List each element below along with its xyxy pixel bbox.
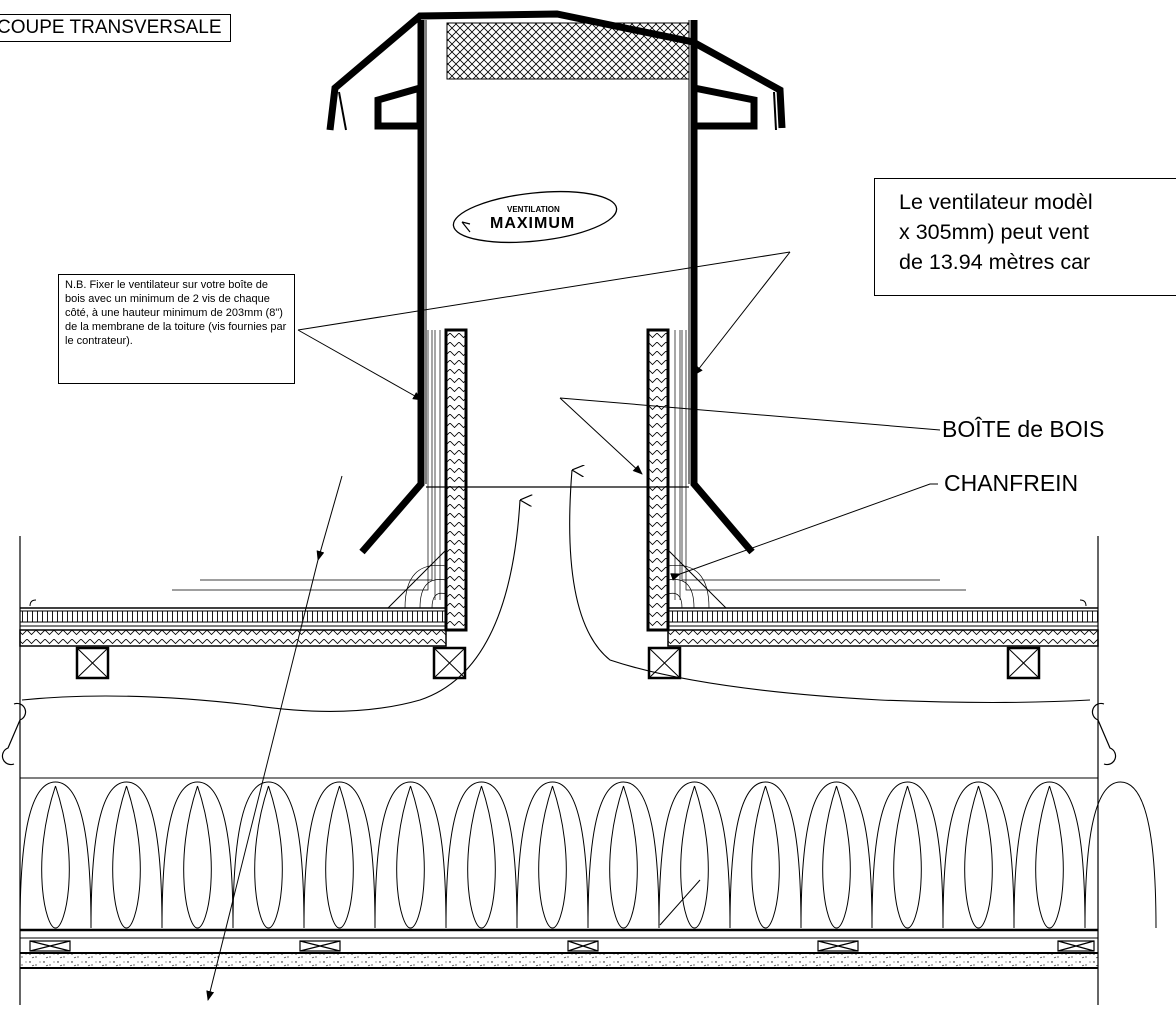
- callout-line-3: de 13.94 mètres car: [899, 250, 1091, 274]
- label-wood-box: BOÎTE de BOIS: [942, 416, 1105, 442]
- capacity-callout: Le ventilateur modèl x 305mm) peut vent …: [874, 178, 1176, 296]
- roof-deck-left: [19, 599, 447, 647]
- section-title-text: COUPE TRANSVERSALE: [0, 17, 222, 38]
- vent-body: [359, 20, 755, 555]
- logo-main-text: MAXIMUM: [490, 215, 575, 232]
- installation-note: N.B. Fixer le ventilateur sur votre boît…: [58, 274, 295, 384]
- roof-deck-right: [667, 599, 1099, 647]
- mesh-screen: [446, 22, 690, 80]
- leader-lines: [206, 251, 941, 1001]
- airflow-lines: [21, 470, 1091, 712]
- wood-box-left: [172, 328, 468, 632]
- wood-box-right: [646, 328, 966, 632]
- installation-note-text: N.B. Fixer le ventilateur sur votre boît…: [65, 279, 287, 347]
- vent-cap: [326, 10, 786, 131]
- ceiling: [20, 928, 1098, 969]
- callout-line-2: x 305mm) peut vent: [899, 220, 1090, 244]
- ventilation-maximum-logo: VENTILATION MAXIMUM: [452, 190, 618, 244]
- label-chamfer: CHANFREIN: [944, 470, 1079, 496]
- section-title: COUPE TRANSVERSALE: [0, 14, 231, 42]
- callout-line-1: Le ventilateur modèl: [899, 190, 1093, 214]
- side-walls: [1, 536, 1117, 1005]
- joists: [75, 646, 1041, 680]
- logo-top-text: VENTILATION: [507, 205, 560, 214]
- insulation: [19, 777, 1157, 929]
